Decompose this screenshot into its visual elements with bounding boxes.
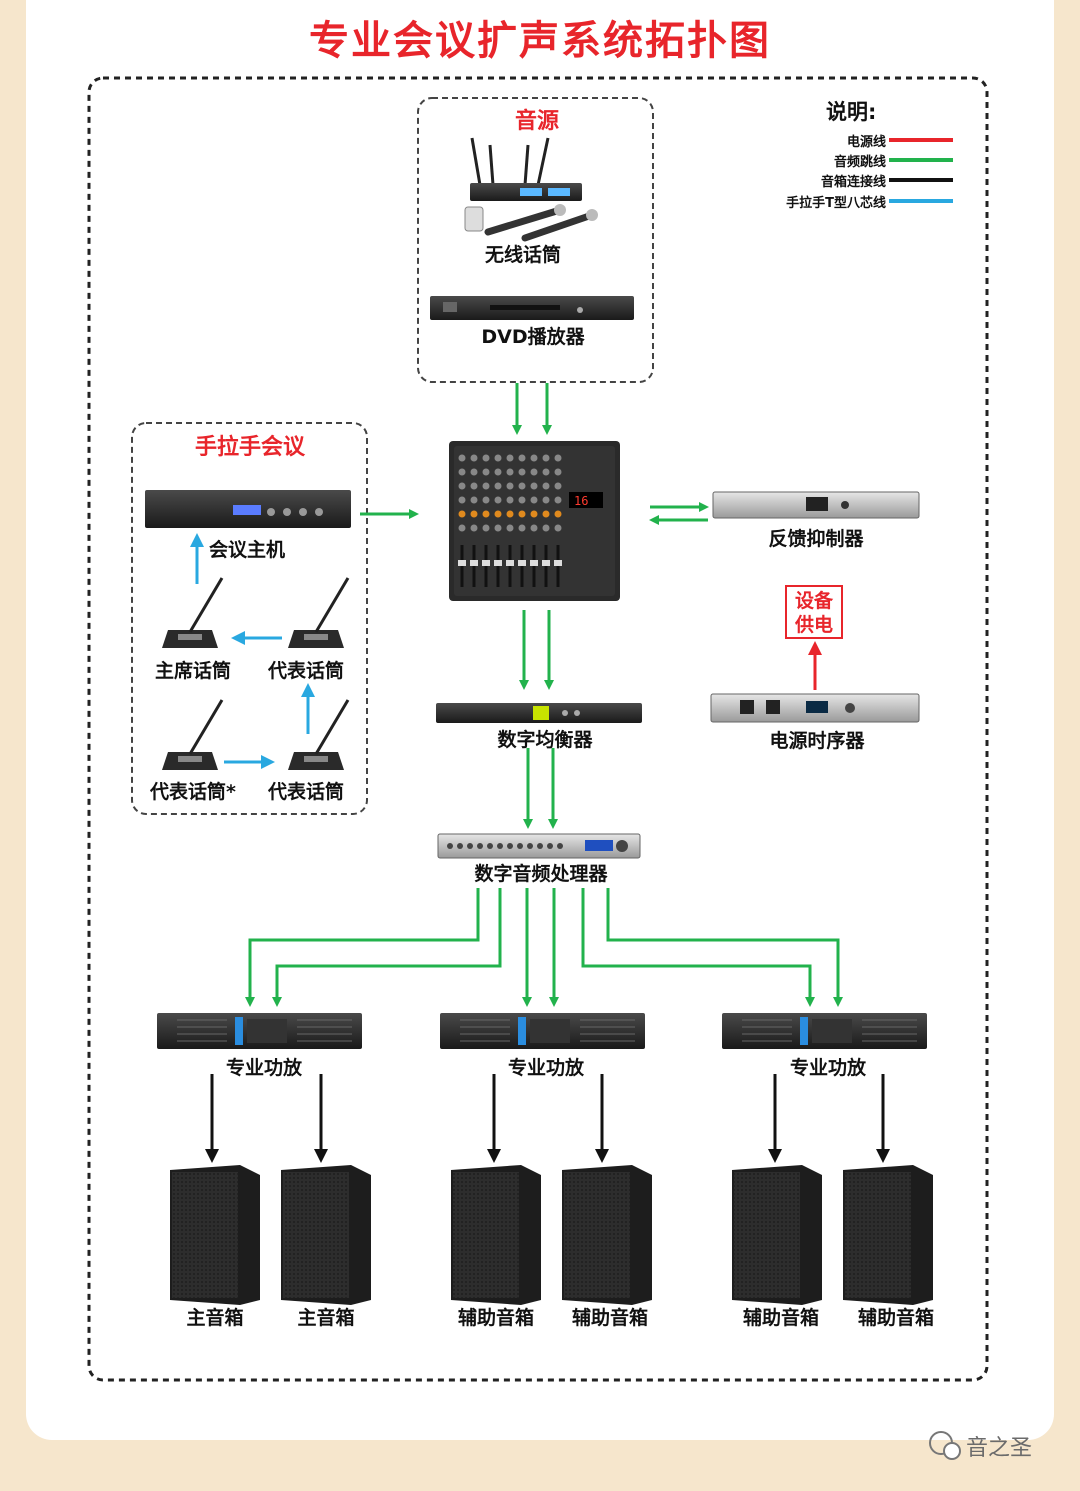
speaker-cabinet: [170, 1165, 260, 1305]
speaker-label-5: 辅助音箱: [742, 1307, 820, 1329]
device-power-box: 设备供电: [785, 585, 843, 639]
conference-mic-icon: [288, 699, 350, 770]
conference-host-label: 会议主机: [208, 539, 286, 561]
conference-mic-icon: [162, 577, 224, 648]
handinhand-group-frame: [131, 422, 368, 815]
legend-label-speaker: 音箱连接线: [820, 175, 886, 190]
handinhand-group-title: 手拉手会议: [194, 435, 306, 460]
legend-label-power: 电源线: [846, 135, 886, 150]
feedback-suppressor-label: 反馈抑制器: [768, 528, 864, 550]
feedback-suppressor-device: [712, 491, 920, 519]
amplifier-device: [440, 1013, 645, 1049]
amp-label-2: 专业功放: [507, 1057, 585, 1079]
speaker-label-2: 主音箱: [297, 1307, 355, 1329]
speaker-cabinet: [451, 1165, 541, 1305]
speaker-label-6: 辅助音箱: [857, 1307, 935, 1329]
source-group-title: 音源: [514, 109, 560, 134]
digital-eq-label: 数字均衡器: [497, 729, 593, 751]
amp-label-1: 专业功放: [225, 1057, 303, 1079]
dvd-device: [430, 296, 634, 320]
power-sequencer-label: 电源时序器: [769, 730, 865, 752]
wireless-mic-label: 无线话筒: [484, 244, 562, 266]
mixer-device: 16: [449, 441, 620, 601]
speaker-cabinet: [843, 1165, 933, 1305]
chair-mic-label: 主席话筒: [154, 660, 232, 682]
legend-title: 说明:: [826, 100, 877, 124]
conference-mic-icon: [162, 699, 224, 770]
amplifier-device: [722, 1013, 927, 1049]
delegate-mic-star-label: 代表话筒*: [150, 781, 236, 803]
wireless-mic-device: [464, 137, 598, 242]
speaker-label-3: 辅助音箱: [457, 1307, 535, 1329]
t8-connections: [190, 533, 315, 769]
svg-text:16: 16: [574, 494, 588, 508]
audio-connections: [245, 383, 843, 1007]
amp-label-3: 专业功放: [789, 1057, 867, 1079]
speaker-label-1: 主音箱: [186, 1307, 244, 1329]
digital-eq-device: [436, 703, 642, 723]
speaker-label-4: 辅助音箱: [571, 1307, 649, 1329]
source-group-frame: [417, 97, 654, 383]
power-sequencer-device: [710, 693, 920, 723]
speaker-connections: [205, 1074, 890, 1163]
watermark-text: 音之圣: [966, 1436, 1033, 1461]
outer-frame: [87, 76, 989, 1382]
delegate-mic-label-bottom: 代表话筒: [267, 781, 345, 803]
page-title: 专业会议扩声系统拓扑图: [309, 18, 771, 64]
amplifier-device: [157, 1013, 362, 1049]
conference-mic-icon: [288, 577, 350, 648]
wechat-icon: [929, 1431, 961, 1460]
legend-label-t8: 手拉手T型八芯线: [786, 196, 886, 211]
speaker-cabinet: [281, 1165, 371, 1305]
legend-label-audio: 音频跳线: [833, 155, 886, 170]
speaker-cabinet: [562, 1165, 652, 1305]
speaker-cabinet: [732, 1165, 822, 1305]
conference-host-device: [145, 490, 351, 528]
dvd-label: DVD播放器: [481, 326, 585, 348]
delegate-mic-label-top: 代表话筒: [267, 660, 345, 682]
dsp-processor-device: [437, 833, 641, 859]
dsp-processor-label: 数字音频处理器: [474, 863, 608, 885]
